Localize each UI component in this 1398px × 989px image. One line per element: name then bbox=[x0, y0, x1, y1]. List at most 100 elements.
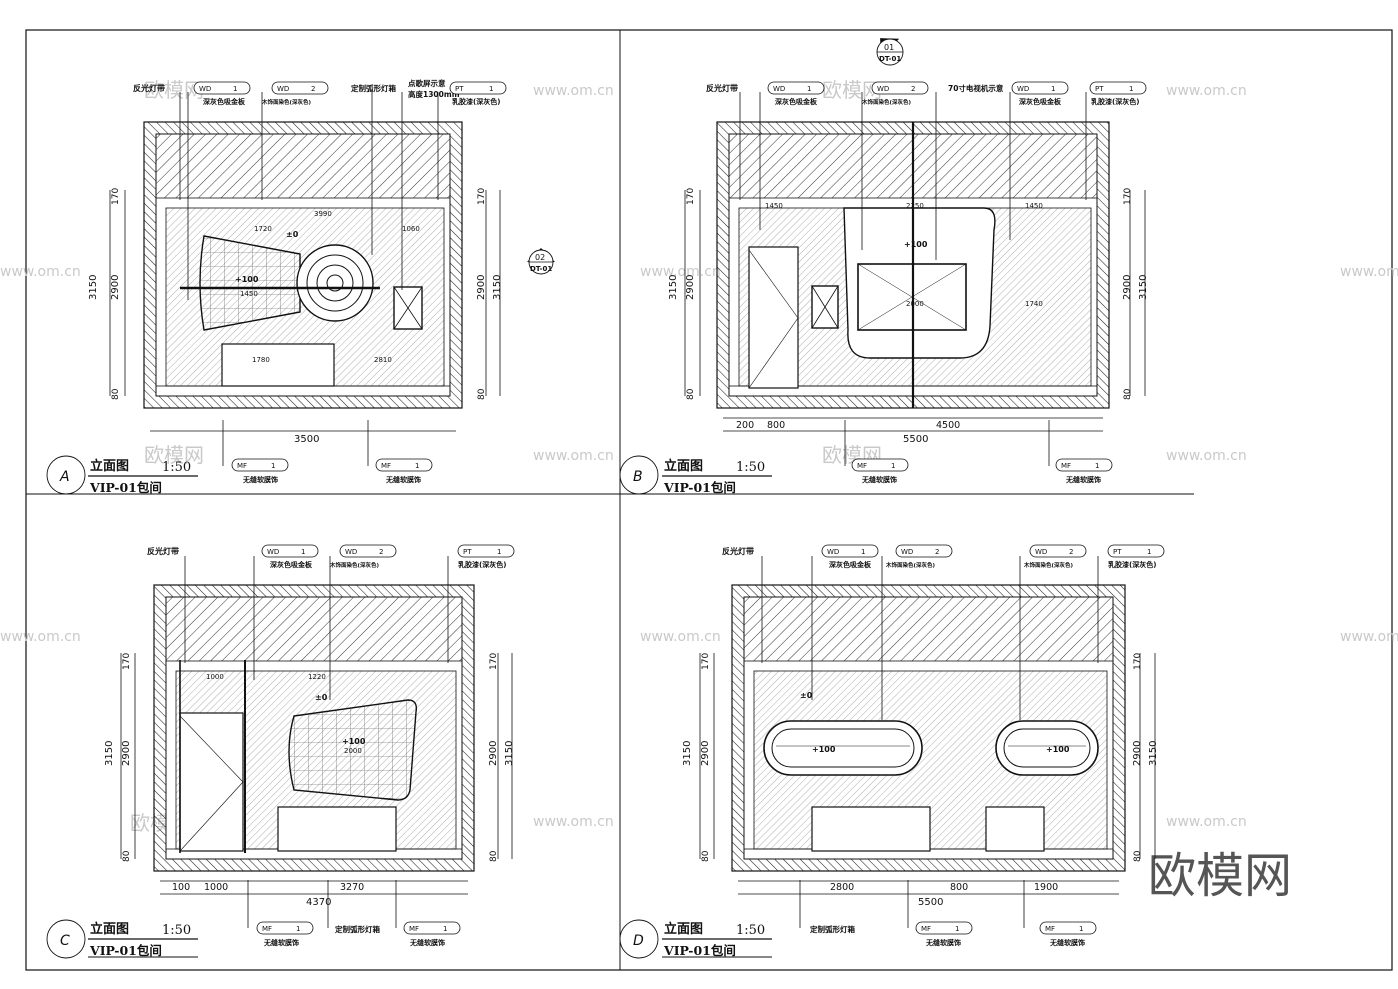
svg-text:80: 80 bbox=[489, 850, 499, 862]
tag-pt-a bbox=[449, 81, 507, 95]
svg-text:170: 170 bbox=[1133, 653, 1143, 670]
svg-text:2900: 2900 bbox=[700, 741, 711, 766]
svg-text:无缝软膜饰: 无缝软膜饰 bbox=[242, 475, 278, 484]
wm-site-b2: www.om.cn bbox=[1166, 448, 1247, 464]
svg-text:1:50: 1:50 bbox=[736, 923, 765, 938]
svg-text:80: 80 bbox=[686, 388, 696, 400]
svg-text:1900: 1900 bbox=[1034, 882, 1058, 893]
svg-text:1: 1 bbox=[861, 548, 865, 556]
svg-text:反光灯带: 反光灯带 bbox=[722, 546, 754, 556]
svg-text:±0: ±0 bbox=[286, 230, 299, 239]
svg-text:100: 100 bbox=[172, 882, 190, 893]
svg-text:2: 2 bbox=[935, 548, 939, 556]
svg-text:1: 1 bbox=[301, 548, 305, 556]
lightbox-left-d bbox=[763, 720, 923, 776]
svg-text:1720: 1720 bbox=[254, 225, 272, 233]
svg-text:乳胶漆(深灰色): 乳胶漆(深灰色) bbox=[1108, 560, 1156, 569]
svg-text:无缝软膜饰: 无缝软膜饰 bbox=[925, 938, 961, 947]
svg-text:2900: 2900 bbox=[685, 275, 696, 300]
svg-text:3150: 3150 bbox=[1138, 275, 1149, 300]
svg-text:1: 1 bbox=[497, 548, 501, 556]
svg-text:1:50: 1:50 bbox=[736, 460, 765, 475]
svg-text:80: 80 bbox=[122, 850, 132, 862]
svg-text:无缝软膜饰: 无缝软膜饰 bbox=[1049, 938, 1085, 947]
svg-text:+100: +100 bbox=[812, 745, 836, 754]
svg-text:2: 2 bbox=[311, 85, 315, 93]
svg-text:MF: MF bbox=[1045, 925, 1055, 933]
svg-text:80: 80 bbox=[1133, 850, 1143, 862]
svg-text:1: 1 bbox=[955, 925, 959, 933]
svg-text:170: 170 bbox=[111, 188, 121, 205]
svg-text:2: 2 bbox=[1069, 548, 1073, 556]
svg-text:1000: 1000 bbox=[206, 673, 224, 681]
lightbox-right-d bbox=[995, 720, 1099, 776]
svg-text:MF: MF bbox=[262, 925, 272, 933]
svg-text:深灰色吸金板: 深灰色吸金板 bbox=[270, 560, 313, 569]
svg-text:170: 170 bbox=[489, 653, 499, 670]
svg-text:3150: 3150 bbox=[504, 741, 515, 766]
svg-text:1:50: 1:50 bbox=[162, 923, 191, 938]
svg-text:170: 170 bbox=[122, 653, 132, 670]
svg-text:PT: PT bbox=[463, 548, 472, 556]
svg-text:深灰色吸金板: 深灰色吸金板 bbox=[203, 97, 246, 106]
svg-text:3150: 3150 bbox=[104, 741, 115, 766]
svg-text:WD: WD bbox=[827, 548, 839, 556]
svg-text:1450: 1450 bbox=[765, 202, 783, 210]
svg-text:1: 1 bbox=[443, 925, 447, 933]
svg-text:木饰面染色(深灰色): 木饰面染色(深灰色) bbox=[885, 561, 936, 569]
svg-text:无缝软膜饰: 无缝软膜饰 bbox=[861, 475, 897, 484]
svg-text:MF: MF bbox=[409, 925, 419, 933]
svg-text:5500: 5500 bbox=[903, 434, 928, 445]
svg-text:深灰色吸金板: 深灰色吸金板 bbox=[829, 560, 872, 569]
svg-text:170: 170 bbox=[686, 188, 696, 205]
wm-brand-a2: 欧模网 bbox=[144, 443, 204, 467]
wm-site-right: www.om.cn bbox=[1340, 264, 1398, 280]
door-b bbox=[748, 246, 799, 389]
svg-text:无缝软膜饰: 无缝软膜饰 bbox=[263, 938, 299, 947]
svg-text:800: 800 bbox=[950, 882, 968, 893]
svg-text:5500: 5500 bbox=[918, 897, 943, 908]
svg-text:乳胶漆(深灰色): 乳胶漆(深灰色) bbox=[458, 560, 506, 569]
svg-text:木饰面染色(深灰色): 木饰面染色(深灰色) bbox=[261, 98, 312, 106]
panel-c: +100 ±0 1000 1220 2000 3150 2900 170 80 … bbox=[46, 544, 515, 959]
panel-b: +100 1450 2250 1450 2000 1740 3150 2900 … bbox=[619, 38, 1149, 495]
svg-text:3150: 3150 bbox=[1148, 741, 1159, 766]
panel-badge-a bbox=[46, 455, 86, 495]
svg-text:1: 1 bbox=[1129, 85, 1133, 93]
svg-text:VIP-01包间: VIP-01包间 bbox=[663, 943, 736, 958]
svg-text:VIP-01包间: VIP-01包间 bbox=[663, 480, 736, 495]
svg-text:立面图: 立面图 bbox=[664, 458, 703, 474]
wm-site-left2: www.om.cn bbox=[0, 629, 81, 645]
wm-site-b: www.om.cn bbox=[1166, 83, 1247, 99]
ceiling-a bbox=[155, 133, 451, 199]
svg-text:2: 2 bbox=[911, 85, 915, 93]
panel-d: +100 +100 ±0 3150 2900 170 80 2900 3150 … bbox=[619, 544, 1165, 959]
svg-text:1060: 1060 bbox=[402, 225, 420, 233]
svg-text:1: 1 bbox=[1079, 925, 1083, 933]
svg-text:+100: +100 bbox=[235, 275, 259, 284]
svg-text:1220: 1220 bbox=[308, 673, 326, 681]
svg-text:1: 1 bbox=[891, 462, 895, 470]
svg-text:2900: 2900 bbox=[1122, 275, 1133, 300]
svg-text:2900: 2900 bbox=[121, 741, 132, 766]
svg-text:PT: PT bbox=[455, 85, 464, 93]
tag-wd2-a bbox=[271, 81, 329, 95]
svg-text:木饰面染色(深灰色): 木饰面染色(深灰色) bbox=[861, 98, 912, 106]
svg-text:+100: +100 bbox=[342, 737, 366, 746]
svg-text:立面图: 立面图 bbox=[664, 921, 703, 937]
svg-text:80: 80 bbox=[1123, 388, 1133, 400]
svg-text:无缝软膜饰: 无缝软膜饰 bbox=[385, 475, 421, 484]
svg-text:1780: 1780 bbox=[252, 356, 270, 364]
wm-site-mid2: www.om.cn bbox=[640, 629, 721, 645]
svg-text:定制弧形灯箱: 定制弧形灯箱 bbox=[351, 83, 396, 93]
wm-site-right2: www.om.cn bbox=[1340, 629, 1398, 645]
svg-text:WD: WD bbox=[277, 85, 289, 93]
brand-watermark: 欧模网 bbox=[1148, 848, 1292, 904]
svg-text:无缝软膜饰: 无缝软膜饰 bbox=[1065, 475, 1101, 484]
svg-text:1450: 1450 bbox=[1025, 202, 1043, 210]
svg-text:C: C bbox=[60, 933, 70, 949]
svg-text:木饰面染色(深灰色): 木饰面染色(深灰色) bbox=[1023, 561, 1074, 569]
svg-text:1: 1 bbox=[233, 85, 237, 93]
svg-text:1: 1 bbox=[1051, 85, 1055, 93]
